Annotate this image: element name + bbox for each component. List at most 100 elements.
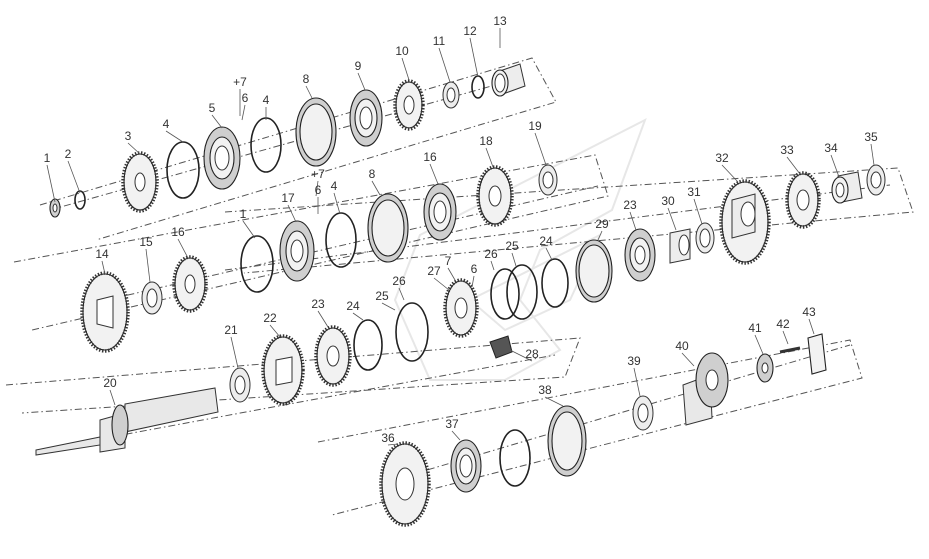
leader-line	[721, 164, 739, 183]
leader-line	[109, 389, 116, 406]
leader-line	[305, 85, 313, 99]
part-number-label: 9	[355, 59, 362, 73]
leader-line	[786, 156, 801, 175]
part-number-label: 12	[463, 24, 477, 38]
leader-line	[242, 220, 256, 239]
part-number-label: 17	[281, 191, 295, 205]
leader-line	[667, 207, 677, 231]
row2-parts	[80, 164, 558, 353]
part-number-label: 24	[346, 299, 360, 313]
leader-line	[433, 277, 450, 291]
part-number-label: 13	[493, 14, 507, 28]
leader-line	[381, 302, 396, 311]
leader-line	[177, 238, 189, 259]
leader-line	[534, 132, 547, 166]
leader-line	[357, 72, 366, 91]
leader-line	[633, 367, 641, 397]
watermark	[393, 117, 647, 381]
part-number-label: 7	[445, 254, 452, 268]
part-number-label: 8	[369, 167, 376, 181]
leader-line	[808, 318, 815, 335]
leader-line	[782, 330, 789, 345]
part-number-label: 22	[263, 311, 277, 325]
part-number-label: 28	[525, 347, 539, 361]
leader-line	[127, 142, 141, 155]
leader-line	[371, 180, 381, 196]
leader-line	[490, 260, 495, 271]
part-number-label: +7	[233, 75, 247, 89]
part-number-label: 37	[445, 417, 459, 431]
part-number-label: 35	[864, 130, 878, 144]
part-number-label: 26	[484, 247, 498, 261]
leader-line	[511, 252, 517, 267]
leader-line	[597, 230, 603, 241]
leader-line	[241, 104, 246, 121]
part-number-label: 20	[103, 376, 117, 390]
part-number-label: 2	[65, 147, 72, 161]
leader-line	[333, 192, 341, 215]
row5-parts	[379, 333, 827, 527]
part-number-label: 31	[687, 185, 701, 199]
leader-line	[317, 310, 329, 328]
part-number-label: 1	[44, 151, 51, 165]
leader-line	[438, 47, 451, 83]
leader-line	[269, 324, 281, 338]
part-number-label: 5	[209, 101, 216, 115]
part-number-label: 36	[381, 431, 395, 445]
part-number-label: 4	[163, 117, 170, 131]
part-number-label: 4	[263, 93, 270, 107]
leader-line	[287, 204, 297, 223]
part-number-label: 25	[375, 289, 389, 303]
part-number-label: 24	[539, 234, 553, 248]
part-number-label: 25	[505, 239, 519, 253]
leader-line	[451, 430, 461, 441]
part-number-label: 42	[776, 317, 790, 331]
part-number-label: 16	[171, 225, 185, 239]
leader-line	[429, 163, 439, 185]
part-number-label: 30	[661, 194, 675, 208]
leader-line	[629, 211, 637, 231]
leader-line	[101, 260, 106, 275]
part-number-label: 23	[623, 198, 637, 212]
leader-line	[315, 180, 319, 197]
part-number-label: 26	[392, 274, 406, 288]
part-number-label: 10	[395, 44, 409, 58]
part-number-label: 8	[303, 72, 310, 86]
leader-line	[681, 352, 695, 367]
leader-line	[145, 248, 151, 283]
leader-line	[471, 275, 475, 288]
part-number-label: 21	[224, 323, 238, 337]
leader-line	[401, 57, 410, 81]
leader-line	[67, 160, 81, 194]
part-number-label: 18	[479, 134, 493, 148]
part-number-label: 34	[824, 141, 838, 155]
part-number-label: 41	[748, 321, 762, 335]
part-number-label: 32	[715, 151, 729, 165]
part-number-label: 40	[675, 339, 689, 353]
part-number-label: 6	[471, 262, 478, 276]
leader-line	[447, 267, 456, 281]
leader-line	[544, 396, 564, 407]
part-number-label: 3	[125, 129, 132, 143]
leader-line	[230, 336, 239, 369]
leader-line	[545, 247, 553, 261]
row3-parts	[353, 164, 886, 371]
part-number-label: 14	[95, 247, 109, 261]
leader-line	[469, 37, 479, 78]
part-number-label: 15	[139, 235, 153, 249]
part-number-label: 23	[311, 297, 325, 311]
part-number-label: 6	[242, 91, 249, 105]
part-number-label: 6	[315, 183, 322, 197]
row1-parts	[49, 63, 526, 218]
part-number-label: 1	[240, 207, 247, 221]
part-number-label: 4	[331, 179, 338, 193]
leader-line	[398, 287, 405, 301]
part-number-label: 27	[427, 264, 441, 278]
part-number-label: 19	[528, 119, 542, 133]
part-number-label: 16	[423, 150, 437, 164]
part-number-label: 39	[627, 354, 641, 368]
part-number-label: 33	[780, 143, 794, 157]
